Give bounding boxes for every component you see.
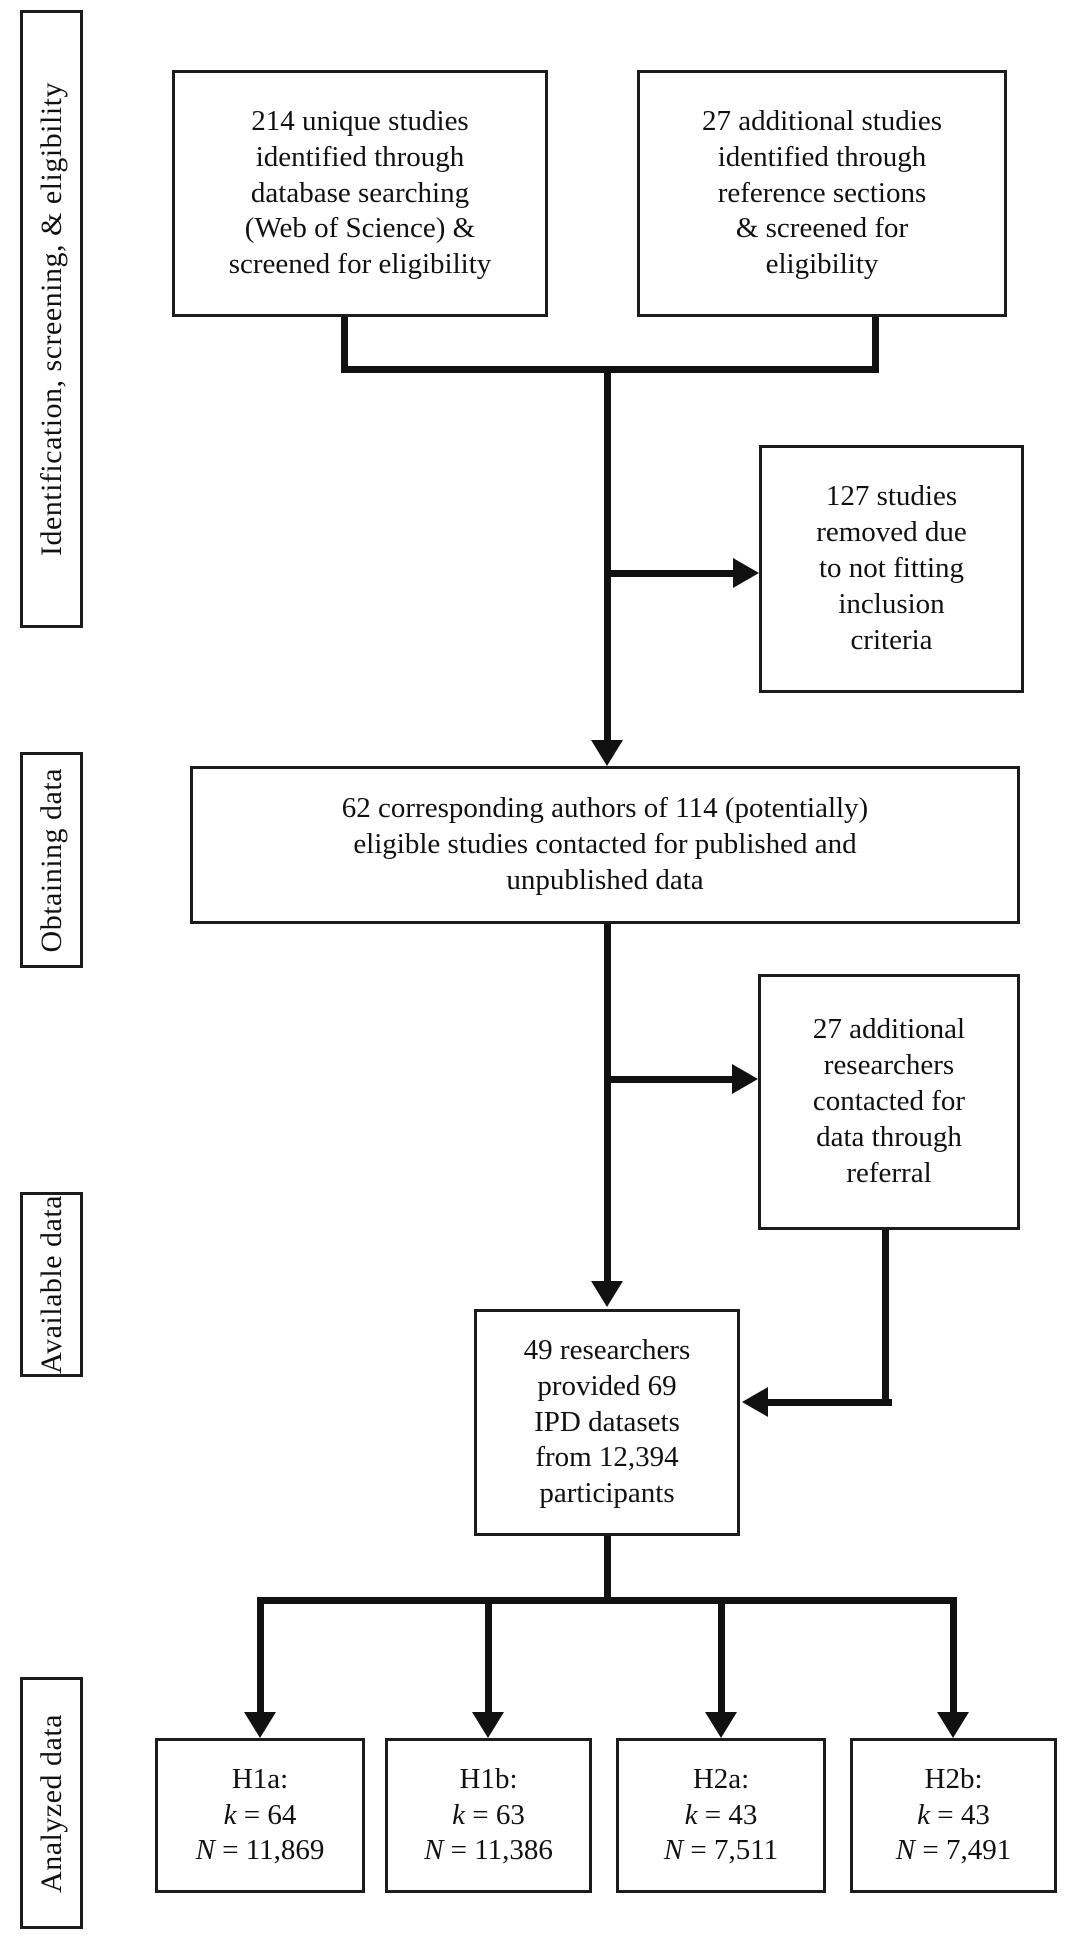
stage-label-obtaining-data: Obtaining data [20,752,83,968]
connector-h2b-down [950,1597,957,1712]
arrowhead-into-removed-box [733,558,759,588]
box-studies-removed: 127 studies removed due to not fitting i… [759,445,1024,693]
outcome-h2b-n: N = 7,491 [895,1834,1012,1867]
box-referral: 27 additional researchers contacted for … [758,974,1020,1230]
box-ipd-datasets-text: 49 researchers provided 69 IPD datasets … [523,1333,691,1510]
connector-h2a-down [718,1597,725,1712]
arrowhead-into-h2b [937,1712,969,1738]
box-reference-sections: 27 additional studies identified through… [637,70,1007,317]
box-database-search-text: 214 unique studies identified through da… [228,104,492,281]
box-outcome-h1b: H1b: k = 63 N = 11,386 [385,1738,592,1893]
connector-branch-referral [604,1076,732,1083]
stage-label-analyzed-data-text: Analyzed data [34,1713,68,1893]
outcome-h2a-k: k = 43 [684,1798,758,1831]
box-authors-contacted-text: 62 corresponding authors of 114 (potenti… [341,792,869,896]
arrowhead-into-referral-box [732,1064,758,1094]
stage-label-analyzed-data: Analyzed data [20,1677,83,1929]
connector-branch-removed [604,570,733,577]
stage-label-available-data-text: Available data [34,1195,68,1374]
box-authors-contacted: 62 corresponding authors of 114 (potenti… [190,766,1020,924]
connector-referral-down [882,1230,889,1406]
outcome-h1a-k: k = 64 [223,1798,297,1831]
box-outcome-h2a: H2a: k = 43 N = 7,511 [616,1738,826,1893]
outcome-h1a-n: N = 11,869 [195,1834,325,1867]
arrowhead-into-h1a [244,1712,276,1738]
connector-spine-1 [604,366,611,740]
box-database-search: 214 unique studies identified through da… [172,70,548,317]
arrowhead-into-h2a [705,1712,737,1738]
stage-label-identification: Identification, screening, & eligibility [20,10,83,628]
box-studies-removed-text: 127 studies removed due to not fitting i… [816,480,967,656]
box-referral-text: 27 additional researchers contacted for … [812,1013,966,1189]
connector-ipd-down [604,1536,611,1604]
connector-spine-2 [604,924,611,1281]
outcome-h1b-k: k = 63 [452,1798,525,1831]
stage-label-available-data: Available data [20,1192,83,1377]
box-ipd-datasets: 49 researchers provided 69 IPD datasets … [474,1309,740,1536]
box-outcome-h2b: H2b: k = 43 N = 7,491 [850,1738,1057,1893]
outcome-h1a-label: H1a: [231,1762,289,1795]
arrowhead-into-h1b [472,1712,504,1738]
outcome-h2b-label: H2b: [924,1762,983,1795]
outcome-h1b-n: N = 11,386 [424,1834,553,1867]
box-reference-sections-text: 27 additional studies identified through… [701,104,943,281]
outcome-h2b-k: k = 43 [917,1798,990,1831]
outcome-h2a-label: H2a: [692,1762,750,1795]
connector-fanout-line [257,1597,957,1604]
arrowhead-into-ipd-box [591,1281,623,1307]
arrowhead-referral-into-ipd [742,1387,768,1417]
connector-h1a-down [257,1597,264,1712]
arrowhead-into-authors-box [591,740,623,766]
box-outcome-h1a: H1a: k = 64 N = 11,869 [155,1738,365,1893]
connector-h1b-down [485,1597,492,1712]
connector-referral-left [768,1399,892,1406]
connector-refsections-down [872,317,879,373]
outcome-h2a-n: N = 7,511 [663,1834,779,1867]
outcome-h1b-label: H1b: [459,1762,518,1795]
stage-label-obtaining-data-text: Obtaining data [34,767,68,953]
connector-dbsearch-down [341,317,348,373]
stage-label-identification-text: Identification, screening, & eligibility [34,81,68,557]
